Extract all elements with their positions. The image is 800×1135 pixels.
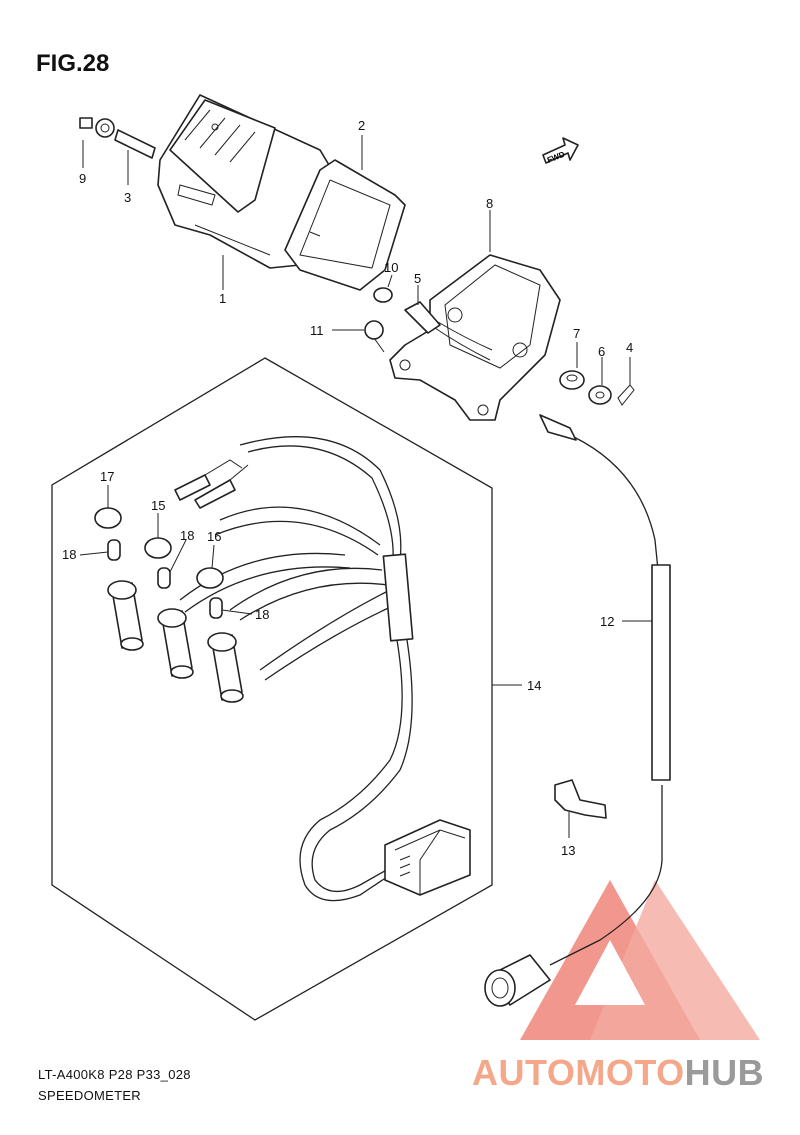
speedometer-cable[interactable] [484, 414, 671, 1007]
harness-terminals [174, 459, 249, 509]
diagram-title: SPEEDOMETER [38, 1088, 141, 1103]
bulb-socket-3[interactable] [207, 632, 244, 703]
part-label: 18 [180, 528, 194, 543]
clamp-part-13[interactable] [554, 779, 607, 819]
part-label: 8 [486, 196, 493, 211]
part-label: 1 [219, 291, 226, 306]
part-label: 16 [207, 529, 221, 544]
part-label: 2 [358, 118, 365, 133]
bulb-socket-2[interactable] [157, 608, 194, 679]
part-label: 5 [414, 271, 421, 286]
screw-part-11[interactable] [364, 320, 385, 353]
socket-part-5[interactable] [404, 301, 493, 361]
cable-shaft[interactable] [114, 129, 156, 159]
figure-title: FIG.28 [36, 50, 110, 77]
meter-bracket[interactable] [389, 254, 561, 421]
part-label: 18 [62, 547, 76, 562]
drive-gear[interactable] [79, 117, 115, 138]
clip-part-4[interactable] [617, 384, 635, 406]
part-label: 13 [561, 843, 575, 858]
part-label: 17 [100, 469, 114, 484]
watermark-logo [520, 880, 760, 1040]
part-label: 4 [626, 340, 633, 355]
part-label: 10 [384, 260, 398, 275]
watermark-text: AUTOMOTOHUB [472, 1052, 764, 1094]
model-code: LT-A400K8 P28 P33_028 [38, 1067, 191, 1082]
part-label: 3 [124, 190, 131, 205]
part-label: 12 [600, 614, 614, 629]
meter-assembly[interactable] [157, 94, 336, 269]
part-labels: 1 2 3 4 5 6 7 8 9 10 11 12 13 14 15 16 1… [62, 118, 633, 858]
part-label: 15 [151, 498, 165, 513]
bulb-part-10[interactable] [373, 287, 393, 303]
part-label: 6 [598, 344, 605, 359]
leader-lines [79, 135, 652, 838]
washer-part-6[interactable] [588, 385, 612, 405]
part-label: 18 [255, 607, 269, 622]
bulb-socket-1[interactable] [107, 580, 144, 651]
watermark-part1: AUTOMOTO [472, 1052, 685, 1093]
part-label: 7 [573, 326, 580, 341]
wiring-harness[interactable] [179, 436, 471, 902]
meter-case[interactable] [284, 159, 406, 291]
fwd-arrow-icon: FWD [542, 137, 579, 165]
grommet-part-7[interactable] [559, 370, 585, 390]
harness-kit-outline [51, 357, 493, 1021]
indicator-bulbs[interactable] [107, 539, 223, 619]
watermark-part2: HUB [684, 1052, 765, 1093]
part-label: 14 [527, 678, 541, 693]
part-label: 11 [310, 323, 324, 338]
part-label: 9 [79, 171, 86, 186]
indicator-caps[interactable] [94, 507, 224, 589]
